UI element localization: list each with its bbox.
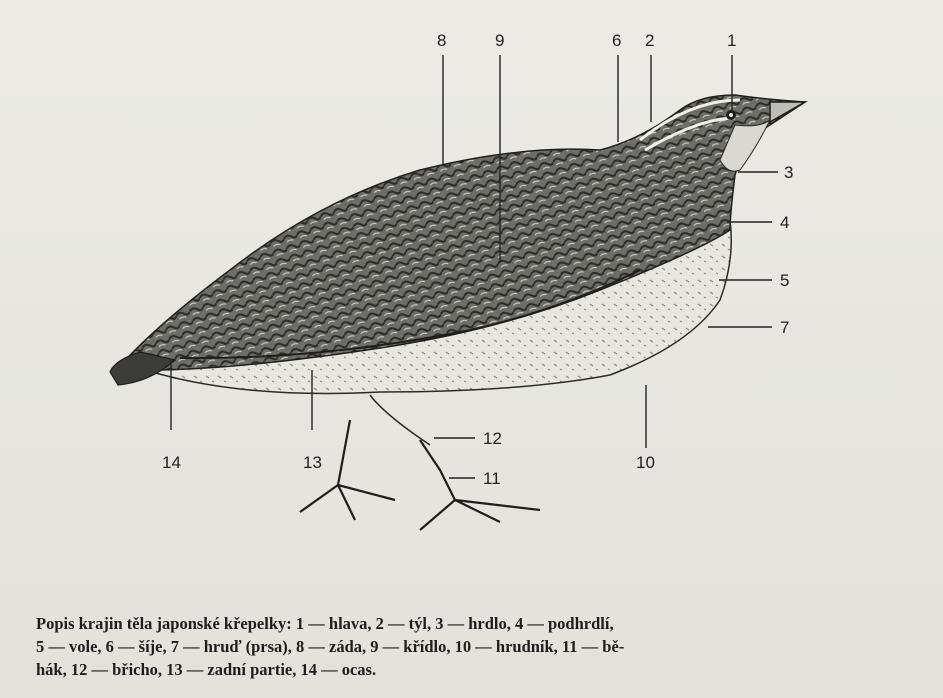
label-12: 12	[483, 429, 502, 448]
label-9: 9	[495, 31, 504, 50]
label-7: 7	[780, 318, 789, 337]
label-2: 2	[645, 31, 654, 50]
label-11: 11	[483, 469, 501, 488]
label-4: 4	[780, 213, 789, 232]
label-8: 8	[437, 31, 446, 50]
label-1: 1	[727, 31, 736, 50]
caption-line-3: hák, 12 — břicho, 13 — zadní partie, 14 …	[36, 658, 916, 681]
quail-diagram: 8 9 6 2 1 3 4 5 7 10 12 11 13 14	[0, 0, 943, 600]
label-14: 14	[162, 453, 181, 472]
caption-line-1: Popis krajin těla japonské křepelky: 1 —…	[36, 612, 916, 635]
label-6: 6	[612, 31, 621, 50]
quail-illustration	[110, 95, 805, 530]
label-10: 10	[636, 453, 655, 472]
label-5: 5	[780, 271, 789, 290]
label-13: 13	[303, 453, 322, 472]
caption-line-2: 5 — vole, 6 — šíje, 7 — hruď (prsa), 8 —…	[36, 635, 916, 658]
figure-caption: Popis krajin těla japonské křepelky: 1 —…	[36, 612, 916, 681]
label-3: 3	[784, 163, 793, 182]
